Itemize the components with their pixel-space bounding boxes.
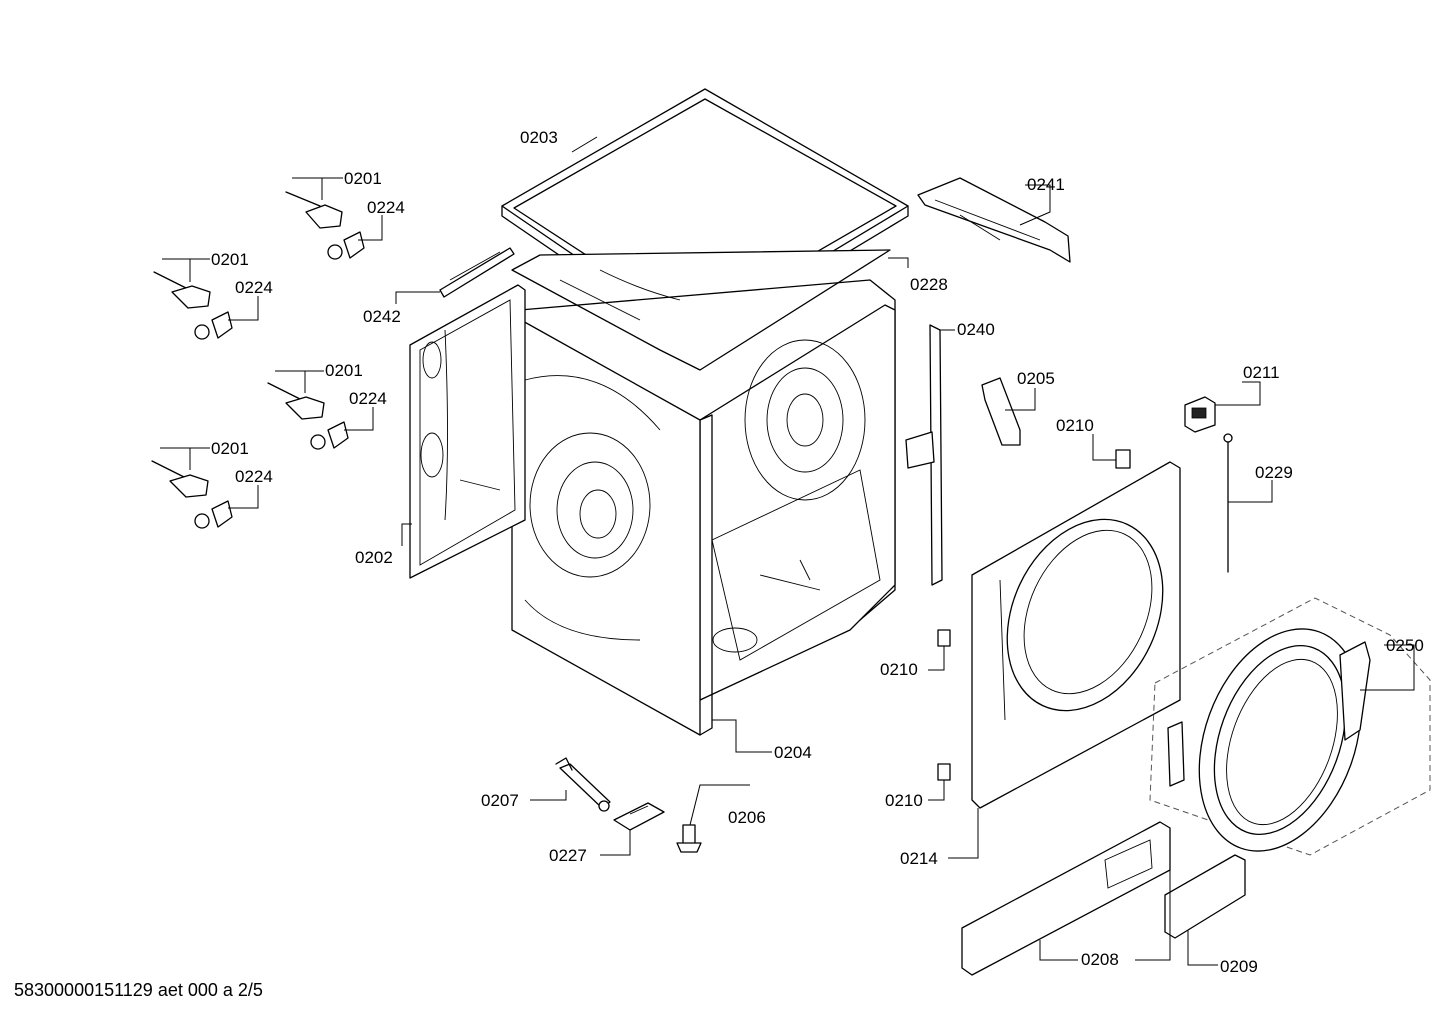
label-0205: 0205 — [1017, 369, 1055, 388]
bracket-0242-part — [439, 247, 515, 298]
label-0201-c: 0201 — [325, 361, 363, 380]
label-0210-mid: 0210 — [880, 660, 918, 679]
rod-0229-part — [1223, 433, 1233, 573]
label-0224-d: 0224 — [235, 467, 273, 486]
label-0203: 0203 — [520, 128, 558, 147]
side-frame-part — [409, 284, 526, 579]
label-0224-c: 0224 — [349, 389, 387, 408]
front-panel-part — [971, 461, 1181, 809]
bracket-0240-part — [905, 324, 943, 586]
label-0250: 0250 — [1386, 636, 1424, 655]
label-0209: 0209 — [1220, 957, 1258, 976]
foot-0206-part — [676, 824, 702, 853]
support-0227-part — [613, 802, 665, 831]
drawing-code: 58300000151129 aet 000 a 2/5 — [14, 980, 263, 1000]
hinge-0210-bottom-part — [937, 763, 951, 781]
label-0202: 0202 — [355, 548, 393, 567]
transport-bolt-set-b — [153, 271, 233, 340]
cabinet-housing-part — [511, 279, 896, 736]
label-0242: 0242 — [363, 307, 401, 326]
label-0204: 0204 — [774, 743, 812, 762]
label-0228: 0228 — [910, 275, 948, 294]
label-0224-b: 0224 — [235, 278, 273, 297]
label-0214: 0214 — [900, 849, 938, 868]
transport-bolt-set-d — [151, 460, 233, 529]
switch-0211-part — [1184, 396, 1216, 433]
rail-0241-part — [917, 177, 1071, 263]
transport-bolt-set-c — [267, 382, 349, 450]
label-0224-a: 0224 — [367, 198, 405, 217]
hinge-0210-top-part — [1115, 449, 1131, 469]
door-assembly-part — [1149, 597, 1431, 856]
label-0210-top: 0210 — [1056, 416, 1094, 435]
label-0201-d: 0201 — [211, 439, 249, 458]
part-0205 — [981, 377, 1021, 446]
top-panel-part — [511, 249, 891, 371]
label-0201-b: 0201 — [211, 250, 249, 269]
detergent-drawer-part — [961, 821, 1171, 976]
label-0201-a: 0201 — [344, 169, 382, 188]
transport-bolt-set-a — [285, 191, 365, 260]
panel-0209-part — [1164, 854, 1246, 939]
label-0229: 0229 — [1255, 463, 1293, 482]
label-0211: 0211 — [1243, 363, 1280, 382]
label-0241: 0241 — [1027, 175, 1065, 194]
label-0207: 0207 — [481, 791, 519, 810]
spanner-0207-part — [555, 757, 611, 812]
label-0210-bottom: 0210 — [885, 791, 923, 810]
label-0240: 0240 — [957, 320, 995, 339]
leader-lines — [160, 136, 1415, 966]
label-0206: 0206 — [728, 808, 766, 827]
hinge-0210-mid-part — [937, 629, 951, 647]
label-0227: 0227 — [549, 846, 587, 865]
label-0208: 0208 — [1081, 950, 1119, 969]
